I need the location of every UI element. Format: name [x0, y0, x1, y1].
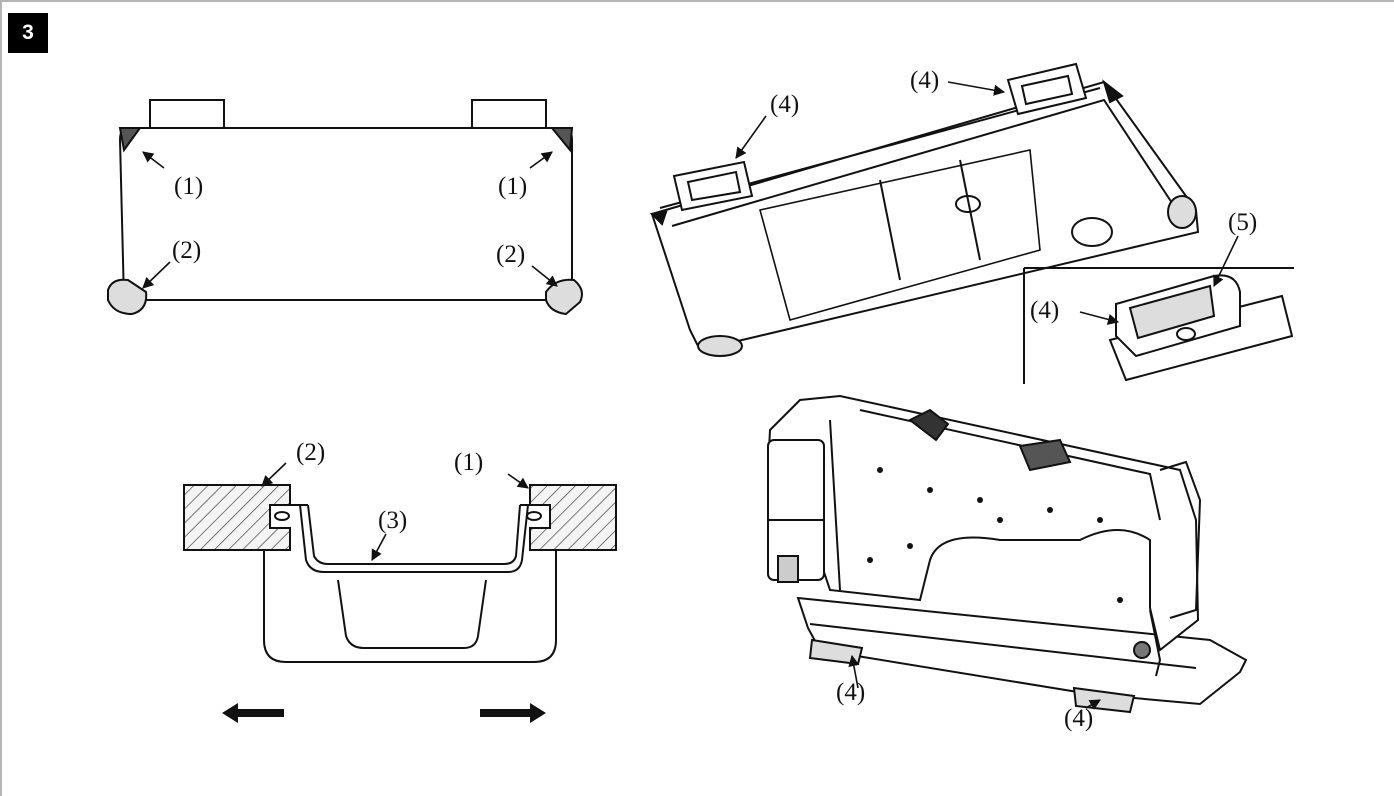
label-hinge-machine-right: (4): [1064, 705, 1093, 732]
arrow-right-icon: [480, 703, 546, 723]
leader-lines-machine: [848, 654, 1101, 710]
hinge-detail-inset: [1023, 267, 1294, 384]
sewing-machine-head: [766, 394, 1248, 714]
label-cushion-right: (2): [496, 241, 525, 268]
leader-lines-underside: [735, 81, 1006, 159]
direction-arrows: [222, 703, 546, 723]
label-hinge-machine-left: (4): [836, 679, 865, 706]
label-hinge-seat: (5): [1228, 209, 1257, 236]
leader-lines-cross-section: [261, 462, 529, 561]
machine-underside-view: [649, 62, 1200, 357]
label-section-cushion: (2): [296, 439, 325, 466]
label-hinge-underside-left: (4): [770, 91, 799, 118]
leader-lines-inset: [1079, 235, 1239, 325]
label-oil-pan: (3): [378, 507, 407, 534]
arrow-left-icon: [222, 703, 284, 723]
label-cushion-left: (2): [172, 237, 201, 264]
table-top-view: [107, 99, 583, 316]
step-number-badge: 3: [8, 13, 48, 53]
label-hinge-inset: (4): [1030, 297, 1059, 324]
machine-dots: [867, 467, 1123, 603]
table-cross-section: [183, 484, 617, 663]
label-hinge-underside-right: (4): [910, 67, 939, 94]
label-corner-rubber-left: (1): [174, 173, 203, 200]
label-corner-rubber-right: (1): [498, 173, 527, 200]
label-section-corner-rubber: (1): [454, 449, 483, 476]
leader-lines-top-view: [142, 151, 558, 289]
